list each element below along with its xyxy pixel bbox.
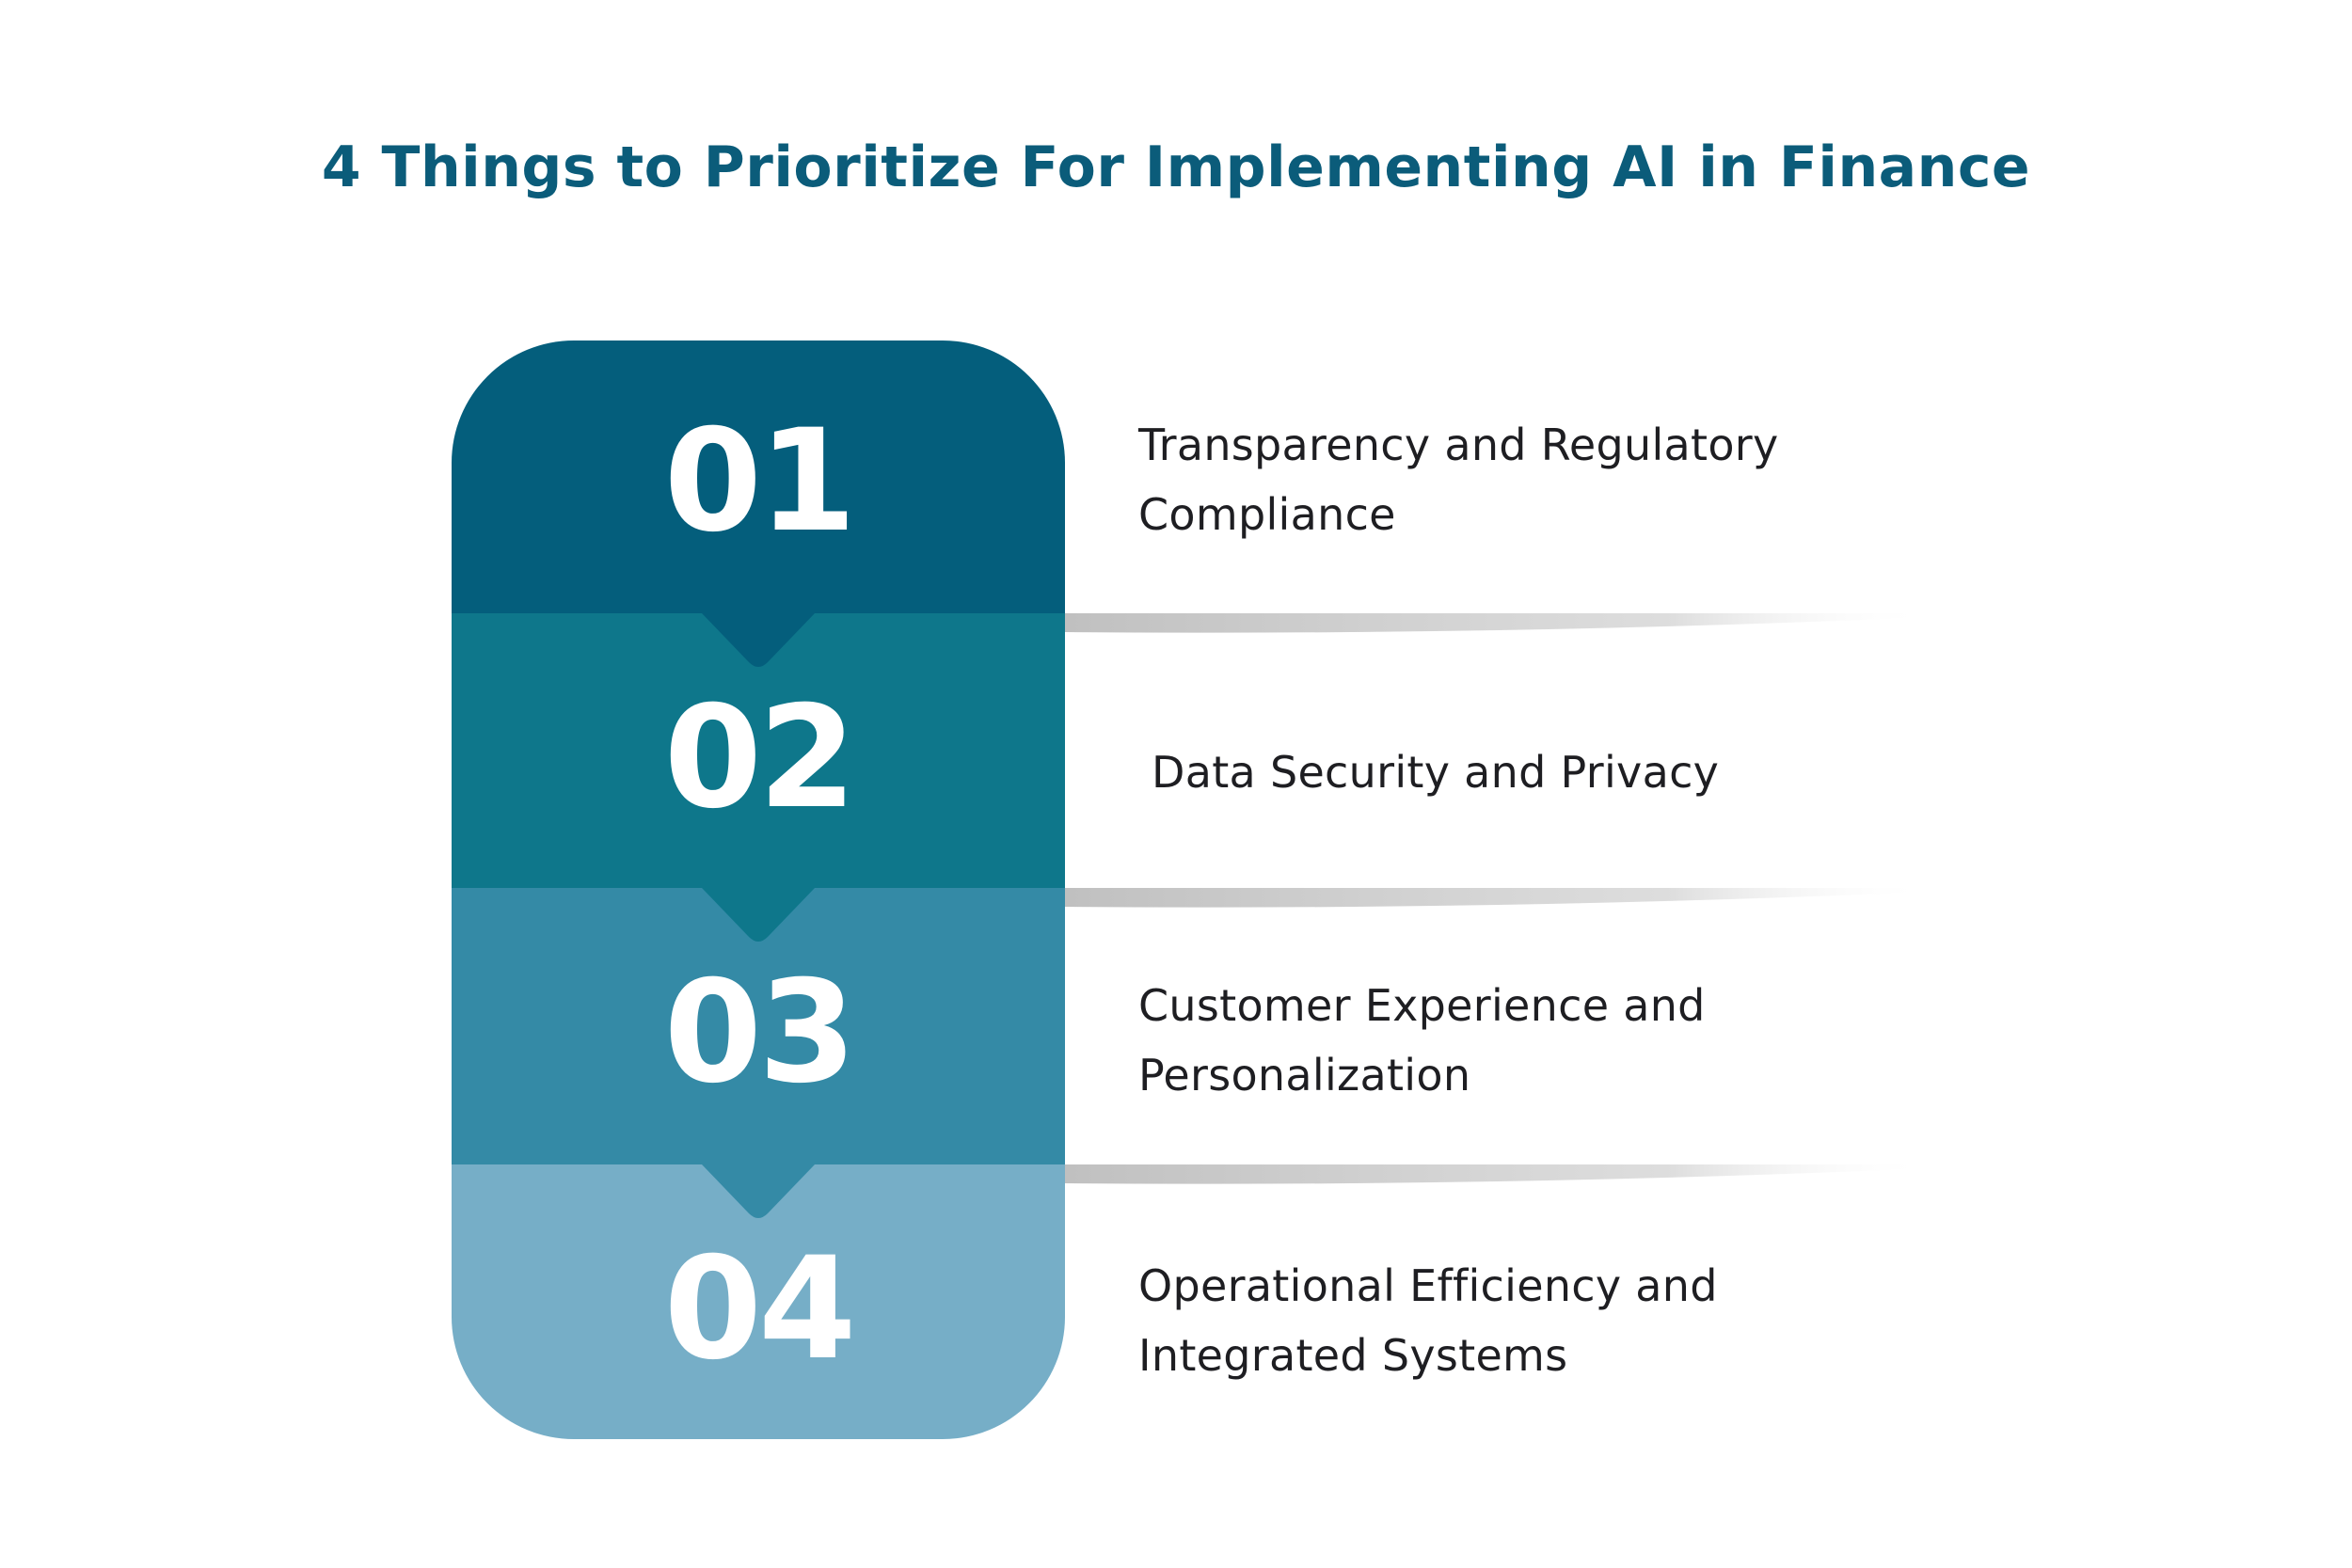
notch-shape-01 xyxy=(702,613,815,667)
step-label-02-line-1: Data Security and Privacy xyxy=(1152,747,1720,798)
step-label-03: Customer Experience and Personalization xyxy=(1138,971,1985,1110)
step-label-04: Operational Efficiency and Integrated Sy… xyxy=(1138,1251,1985,1390)
chevron-down-icon xyxy=(702,613,815,667)
step-label-01-line-1: Transparency and Regulatory xyxy=(1138,420,1779,470)
chevron-down-icon xyxy=(702,888,815,942)
divider-shadow-3 xyxy=(1065,1164,1931,1184)
step-label-04-line-1: Operational Efficiency and xyxy=(1138,1260,1718,1311)
step-label-01-line-2: Compliance xyxy=(1138,489,1396,540)
divider-shadow-2 xyxy=(1065,888,1931,908)
notch-shape-03 xyxy=(702,1164,815,1218)
step-number-02: 02 xyxy=(663,676,857,840)
step-label-04-line-2: Integrated Systems xyxy=(1138,1330,1568,1381)
chevron-down-icon xyxy=(702,1164,815,1218)
divider-shadow-1 xyxy=(1065,613,1931,633)
step-label-02: Data Security and Privacy xyxy=(1152,737,1998,807)
step-label-03-line-2: Personalization xyxy=(1138,1050,1471,1101)
step-number-01: 01 xyxy=(663,400,857,563)
step-number-04: 04 xyxy=(663,1227,857,1391)
step-number-03: 03 xyxy=(663,951,857,1115)
step-label-01: Transparency and Regulatory Compliance xyxy=(1138,410,1985,549)
steps-column: 01 02 03 04 xyxy=(452,341,1065,1439)
step-band-01 xyxy=(452,341,1065,613)
notch-shape-02 xyxy=(702,888,815,942)
step-label-03-line-1: Customer Experience and xyxy=(1138,980,1706,1031)
page-title: 4 Things to Prioritize For Implementing … xyxy=(321,135,2031,200)
